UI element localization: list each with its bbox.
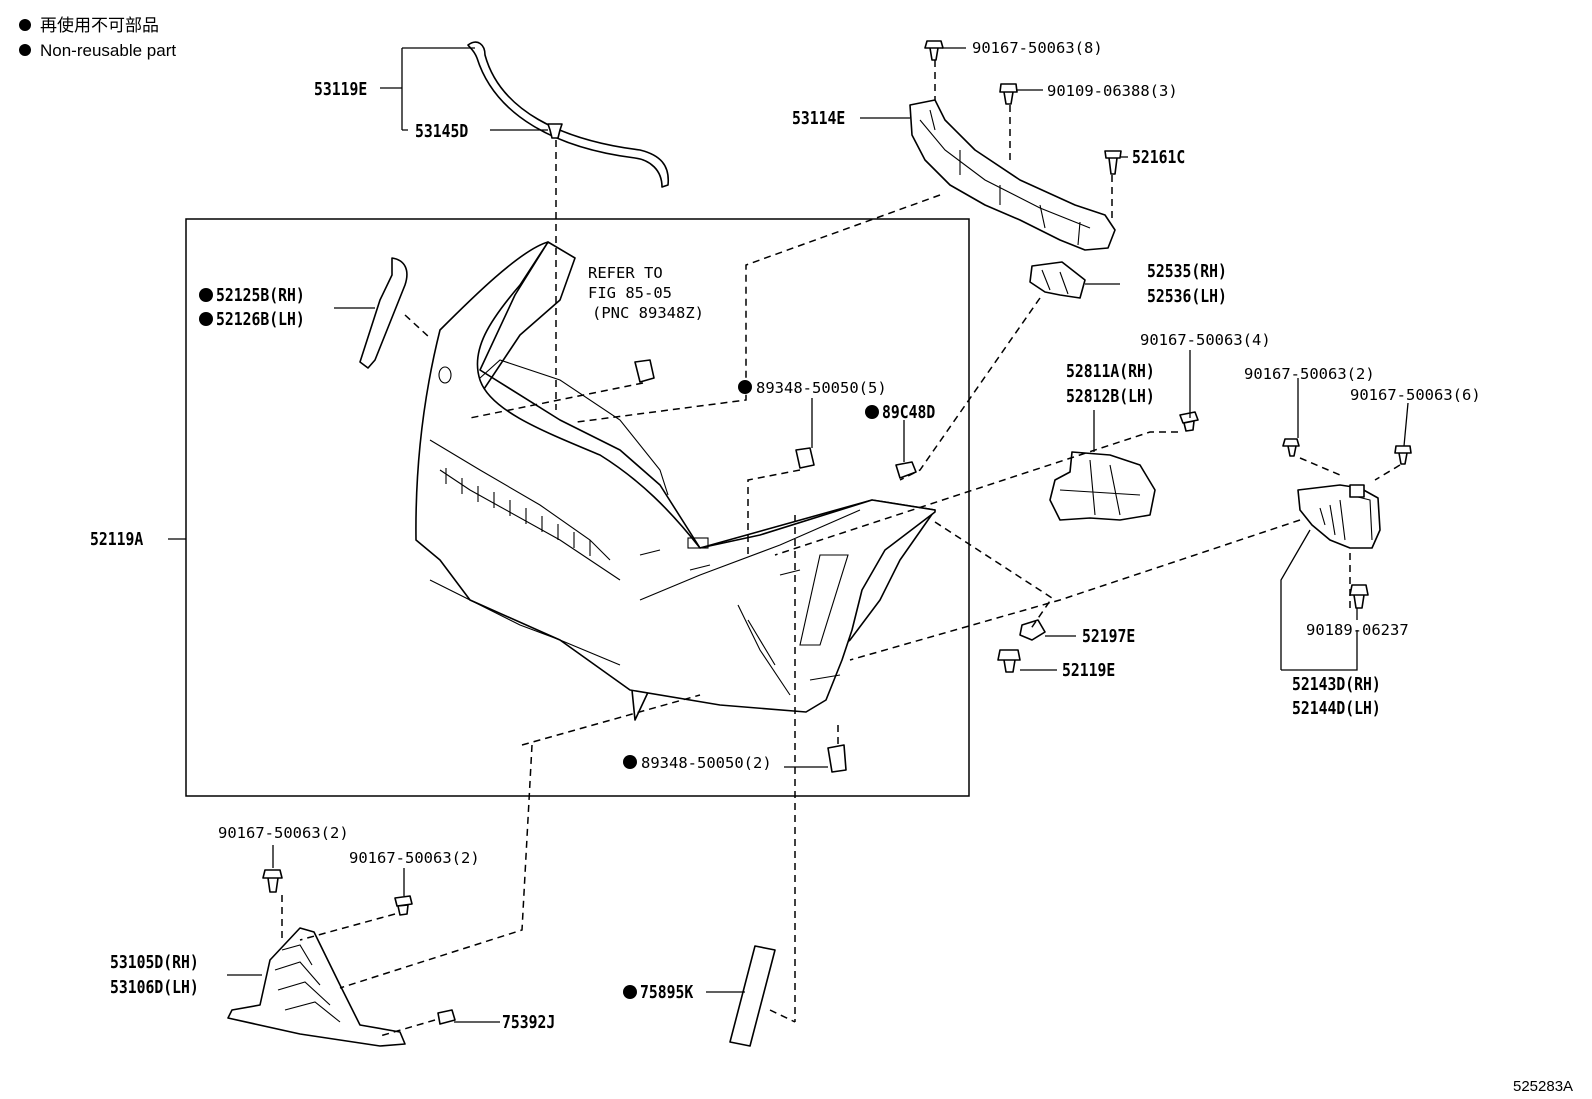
clip-icon	[795, 447, 815, 469]
non-reusable-bullet-icon	[19, 44, 31, 56]
part-label-52126B-LH: 52126B(LH)	[216, 309, 305, 330]
bumper-cover-52119A-drawing	[415, 241, 936, 721]
dashed-lines	[281, 60, 1401, 1037]
part-label-52161C: 52161C	[1132, 147, 1185, 168]
strip-75895K-drawing	[729, 945, 776, 1047]
part-label-90167-50063-8: 90167-50063(8)	[972, 39, 1103, 57]
part-label-75895K: 75895K	[640, 982, 693, 1003]
clip-53145D-drawing	[547, 123, 563, 139]
legend: 再使用不可部品 Non-reusable part	[19, 15, 176, 60]
screw-icon	[999, 83, 1018, 105]
screw-icon	[1179, 411, 1199, 432]
part-label-52143D-RH: 52143D(RH)	[1292, 674, 1381, 695]
part-label-52125B-RH: 52125B(RH)	[216, 285, 305, 306]
clip-icon	[1349, 584, 1369, 609]
part-label-90167-50063-4: 90167-50063(4)	[1140, 331, 1271, 349]
part-label-53106D-LH: 53106D(LH)	[110, 977, 199, 998]
grille-53105D-drawing	[227, 927, 406, 1047]
part-label-52119A: 52119A	[90, 529, 143, 550]
part-label-53114E: 53114E	[792, 108, 845, 129]
bracket-53114E-drawing	[909, 99, 1116, 251]
clip-icon	[634, 359, 655, 383]
non-reusable-bullet-icon	[19, 19, 31, 31]
screw-icon	[924, 40, 944, 61]
part-label-90167-50063-2-a: 90167-50063(2)	[1244, 365, 1375, 383]
part-label-52535-RH: 52535(RH)	[1147, 261, 1227, 282]
non-reusable-bullet-icon	[623, 755, 637, 769]
part-labels: 53119E 53145D 90167-50063(8) 90109-06388…	[90, 39, 1573, 1095]
retainer-52143D-drawing	[1297, 484, 1381, 549]
non-reusable-bullet-icon	[865, 405, 879, 419]
clip-icon	[895, 461, 917, 479]
screw-icon	[1282, 438, 1300, 457]
part-label-90189-06237: 90189-06237	[1306, 621, 1409, 639]
part-label-89348-50050-2: 89348-50050(2)	[641, 754, 772, 772]
non-reusable-bullet-icon	[199, 312, 213, 326]
screw-icon	[1104, 150, 1122, 175]
screw-icon	[262, 869, 283, 893]
retainer-strip-53119E-drawing	[467, 41, 669, 188]
part-label-89348-50050-5: 89348-50050(5)	[756, 379, 887, 397]
bracket-52535-drawing	[1029, 261, 1086, 299]
note-line-2: FIG 85-05	[588, 284, 672, 302]
note-line-3: (PNC 89348Z)	[592, 304, 704, 322]
part-label-52119E: 52119E	[1062, 660, 1115, 681]
clip-icon	[437, 1009, 456, 1025]
shield-52811A-drawing	[1049, 451, 1156, 521]
part-label-53119E: 53119E	[314, 79, 367, 100]
part-label-53105D-RH: 53105D(RH)	[110, 952, 199, 973]
part-label-89C48D: 89C48D	[882, 402, 935, 423]
clip-52119E-drawing	[997, 649, 1021, 673]
note-line-1: REFER TO	[588, 264, 663, 282]
part-label-52536-LH: 52536(LH)	[1147, 286, 1227, 307]
part-label-52144D-LH: 52144D(LH)	[1292, 698, 1381, 719]
legend-en-text: Non-reusable part	[40, 41, 176, 60]
non-reusable-bullet-icon	[623, 985, 637, 999]
bumper-cover-frame	[185, 218, 970, 797]
part-label-90167-50063-2-c: 90167-50063(2)	[349, 849, 480, 867]
part-label-90167-50063-2-b: 90167-50063(2)	[218, 824, 349, 842]
part-label-53145D: 53145D	[415, 121, 468, 142]
non-reusable-bullet-icon	[199, 288, 213, 302]
part-label-52197E: 52197E	[1082, 626, 1135, 647]
clip-52197E-drawing	[1019, 619, 1046, 641]
non-reusable-bullet-icon	[738, 380, 752, 394]
leader-lines	[168, 47, 1409, 1023]
screw-icon	[1394, 445, 1412, 465]
part-label-90109-06388-3: 90109-06388(3)	[1047, 82, 1178, 100]
seal-strip-52125B-drawing	[359, 257, 408, 369]
part-label-52811A-RH: 52811A(RH)	[1066, 361, 1155, 382]
part-label-90167-50063-6: 90167-50063(6)	[1350, 386, 1481, 404]
legend-jp-text: 再使用不可部品	[40, 15, 159, 35]
diagram-code: 525283A	[1513, 1078, 1573, 1095]
screw-icon	[394, 895, 413, 916]
clip-icon	[827, 744, 847, 773]
part-label-75392J: 75392J	[502, 1012, 555, 1033]
part-label-52812B-LH: 52812B(LH)	[1066, 386, 1155, 407]
